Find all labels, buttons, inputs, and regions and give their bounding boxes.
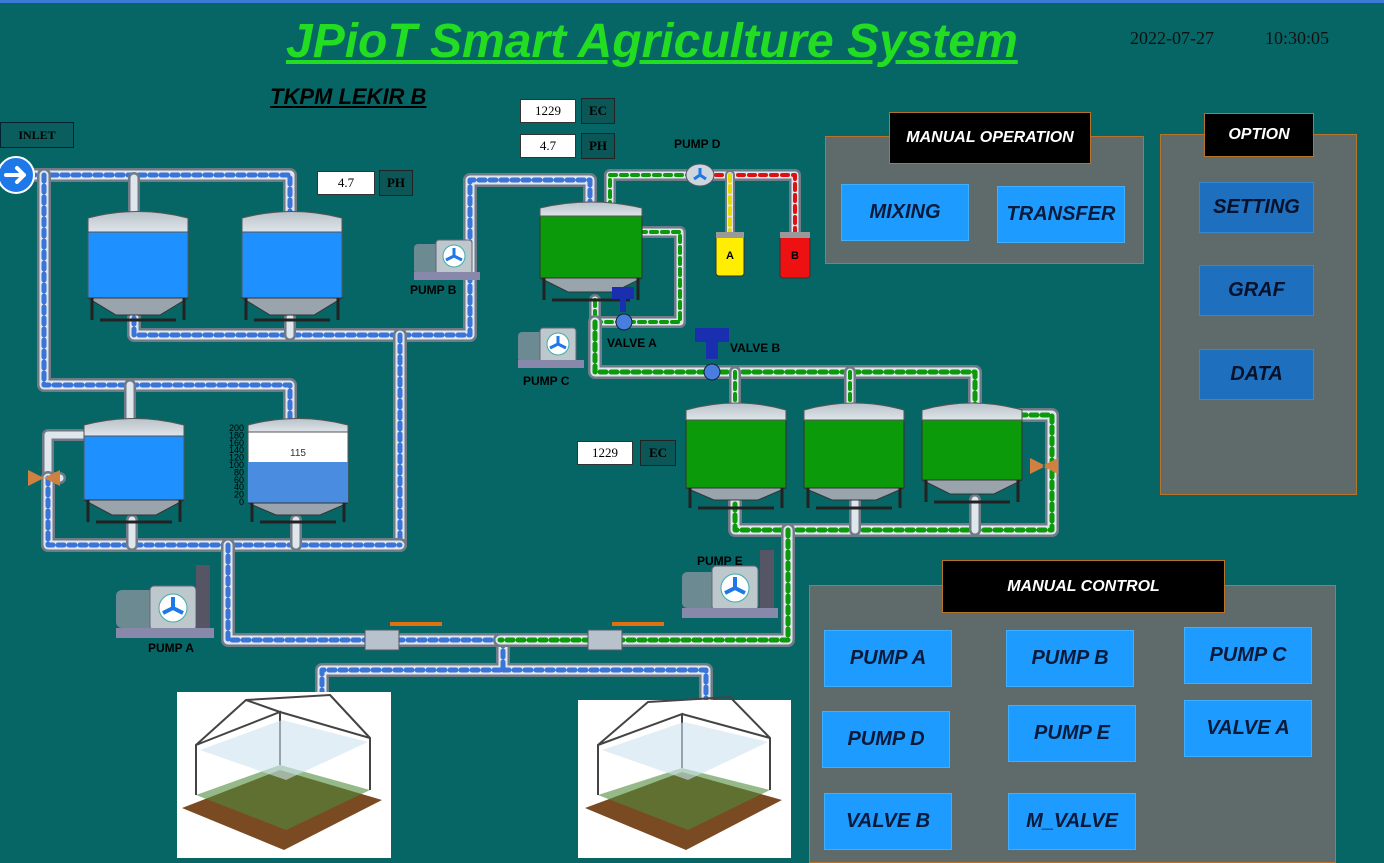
pump-e-label: PUMP E — [697, 554, 743, 568]
ec-mid-unit: EC — [640, 440, 676, 466]
pump-c-icon — [518, 327, 584, 368]
ec-top-unit: EC — [581, 98, 615, 124]
pump-c-label: PUMP C — [523, 374, 570, 388]
ph-top-unit: PH — [581, 133, 615, 159]
page-title: JPioT Smart Agriculture System — [286, 15, 1018, 68]
valve-b-icon — [695, 328, 729, 381]
pump-c-button[interactable]: PUMP C — [1184, 627, 1312, 684]
ph-top-value: 4.7 — [520, 134, 576, 158]
level-scale-tick: 180 — [229, 430, 244, 440]
level-tank — [247, 418, 349, 524]
setting-button[interactable]: SETTING — [1199, 182, 1314, 233]
time-display: 10:30:05 — [1265, 28, 1330, 48]
level-scale-tick: 80 — [234, 467, 244, 477]
nutrient-tank-2 — [803, 402, 905, 510]
level-scale-tick: 40 — [234, 482, 244, 492]
pump-b-label: PUMP B — [410, 283, 457, 297]
ph-left-value: 4.7 — [317, 171, 375, 195]
greenhouse-2 — [578, 695, 791, 858]
level-value: 115 — [290, 448, 306, 459]
chemical-tank-a — [715, 232, 745, 277]
level-scale-tick: 20 — [234, 490, 244, 500]
option-title: OPTION — [1204, 113, 1314, 157]
mixing-button[interactable]: MIXING — [841, 184, 969, 241]
pump-d-label: PUMP D — [674, 137, 721, 151]
pump-e-button[interactable]: PUMP E — [1008, 705, 1136, 762]
level-scale-tick: 100 — [229, 460, 244, 470]
pump-b-button[interactable]: PUMP B — [1006, 630, 1134, 687]
inlet-arrow-icon — [0, 156, 35, 194]
manual-operation-title: MANUAL OPERATION — [889, 112, 1091, 164]
valve-a-icon — [612, 287, 634, 331]
site-name: TKPM LEKIR B — [270, 84, 427, 109]
valve-a-label: VALVE A — [607, 336, 657, 350]
manual-control-title: MANUAL CONTROL — [942, 560, 1225, 613]
valve-a-button[interactable]: VALVE A — [1184, 700, 1312, 757]
water-tank-2 — [240, 211, 344, 322]
graf-button[interactable]: GRAF — [1199, 265, 1314, 316]
m-valve-button[interactable]: M_VALVE — [1008, 793, 1136, 850]
mixer-left-icon — [28, 470, 60, 486]
chemical-tank-b — [779, 232, 811, 279]
valve-b-button[interactable]: VALVE B — [824, 793, 952, 850]
ec-mid-value: 1229 — [577, 441, 633, 465]
water-tank-3 — [83, 418, 185, 524]
chemical-tank-a-label: A — [726, 250, 734, 262]
pump-a-icon — [116, 565, 214, 638]
valve-b-label: VALVE B — [730, 341, 781, 355]
manual-valve-1-icon — [364, 622, 442, 651]
inlet-label: INLET — [0, 122, 74, 148]
level-scale-tick: 120 — [229, 453, 244, 463]
manual-valve-2-icon — [587, 622, 664, 651]
pump-a-label: PUMP A — [148, 641, 195, 655]
nutrient-tank-1 — [685, 402, 787, 510]
mixing-tank — [539, 201, 643, 302]
level-scale-tick: 0 — [239, 497, 244, 507]
date-display: 2022-07-27 — [1130, 28, 1214, 48]
level-scale-tick: 60 — [234, 475, 244, 485]
water-tank-1 — [86, 211, 190, 322]
pump-e-icon — [682, 550, 778, 618]
chemical-tank-b-label: B — [791, 250, 799, 262]
pump-a-button[interactable]: PUMP A — [824, 630, 952, 687]
nutrient-tank-3 — [921, 402, 1023, 504]
ec-top-value: 1229 — [520, 99, 576, 123]
pump-b-icon — [414, 239, 480, 280]
data-button[interactable]: DATA — [1199, 349, 1314, 400]
mixer-right-icon — [1030, 458, 1058, 474]
top-accent-line — [0, 0, 1384, 3]
pump-d-icon — [685, 163, 715, 187]
ph-left-unit: PH — [379, 170, 413, 196]
transfer-button[interactable]: TRANSFER — [997, 186, 1125, 243]
level-scale-tick: 200 — [229, 423, 244, 433]
level-scale-tick: 160 — [229, 438, 244, 448]
level-scale-tick: 140 — [229, 445, 244, 455]
pump-d-button[interactable]: PUMP D — [822, 711, 950, 768]
greenhouse-1 — [177, 692, 391, 858]
